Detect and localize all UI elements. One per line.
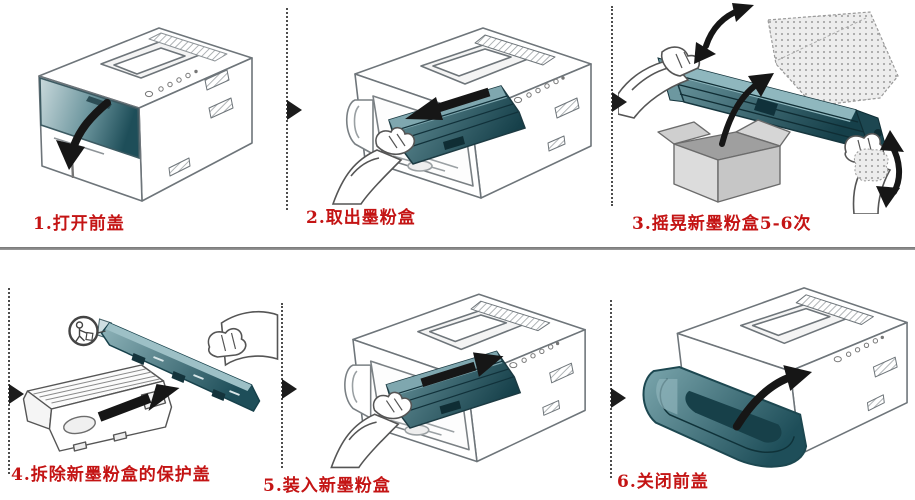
step-3-illustration [618, 2, 913, 214]
shake-arrow-icon [694, 3, 754, 64]
step-2-illustration [293, 8, 598, 206]
hand [330, 391, 413, 469]
flow-arrow-icon [611, 388, 626, 408]
crumpled-wrap [854, 148, 889, 182]
step-5-illustration [292, 272, 592, 472]
packaging-wrap [767, 11, 899, 107]
step-3-label: 3.摇晃新墨粉盒5-6次 [632, 214, 812, 234]
flow-arrow-icon [287, 100, 302, 120]
step-6-label: 6.关闭前盖 [617, 472, 709, 492]
control-panel-dots [513, 76, 565, 104]
remove-arrow-icon [97, 384, 180, 422]
step-4-label: 4.拆除新墨粉盒的保护盖 [11, 465, 211, 485]
hand [207, 310, 279, 367]
pull-out-arrow-icon [405, 87, 491, 120]
shake-arrow-icon [876, 130, 904, 208]
flow-arrow-icon [282, 379, 297, 399]
push-in-arrow-icon [420, 352, 504, 388]
cardboard-box [657, 119, 791, 203]
step-4-illustration [12, 295, 280, 465]
control-panel-dots [509, 341, 560, 369]
control-panel-dots [833, 335, 884, 363]
close-direction-arrow-icon [732, 365, 813, 431]
step-1-illustration [8, 8, 260, 213]
step-2-label: 2.取出墨粉盒 [306, 208, 416, 228]
protective-cover-teal [96, 318, 261, 412]
toner-cartridge [22, 364, 173, 452]
step-6-illustration [620, 275, 912, 475]
step-5-label: 5.装入新墨粉盒 [263, 476, 391, 496]
hand [618, 46, 701, 119]
flow-arrow-icon [9, 384, 24, 404]
control-panel-dots [144, 69, 198, 98]
flow-arrow-icon [612, 92, 627, 112]
row-divider [0, 247, 915, 250]
open-direction-arrow-icon [56, 99, 111, 170]
step-1-label: 1.打开前盖 [33, 214, 125, 234]
unpack-arrow-icon [719, 73, 774, 147]
hand [331, 126, 416, 205]
panel-separator [8, 288, 10, 474]
front-cover-teal-open [642, 366, 808, 468]
disposal-icon [68, 315, 106, 347]
